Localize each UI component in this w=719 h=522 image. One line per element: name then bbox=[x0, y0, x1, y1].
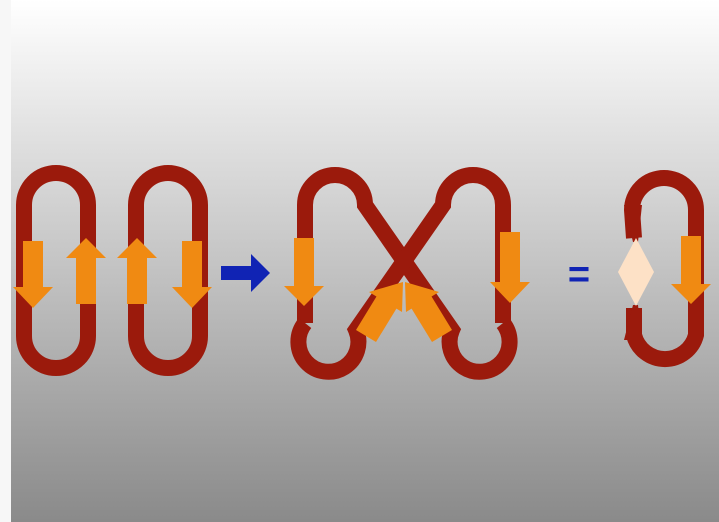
equals-icon: = bbox=[568, 254, 590, 296]
left-edge-band bbox=[0, 0, 11, 522]
equals-sign: = bbox=[568, 254, 590, 296]
